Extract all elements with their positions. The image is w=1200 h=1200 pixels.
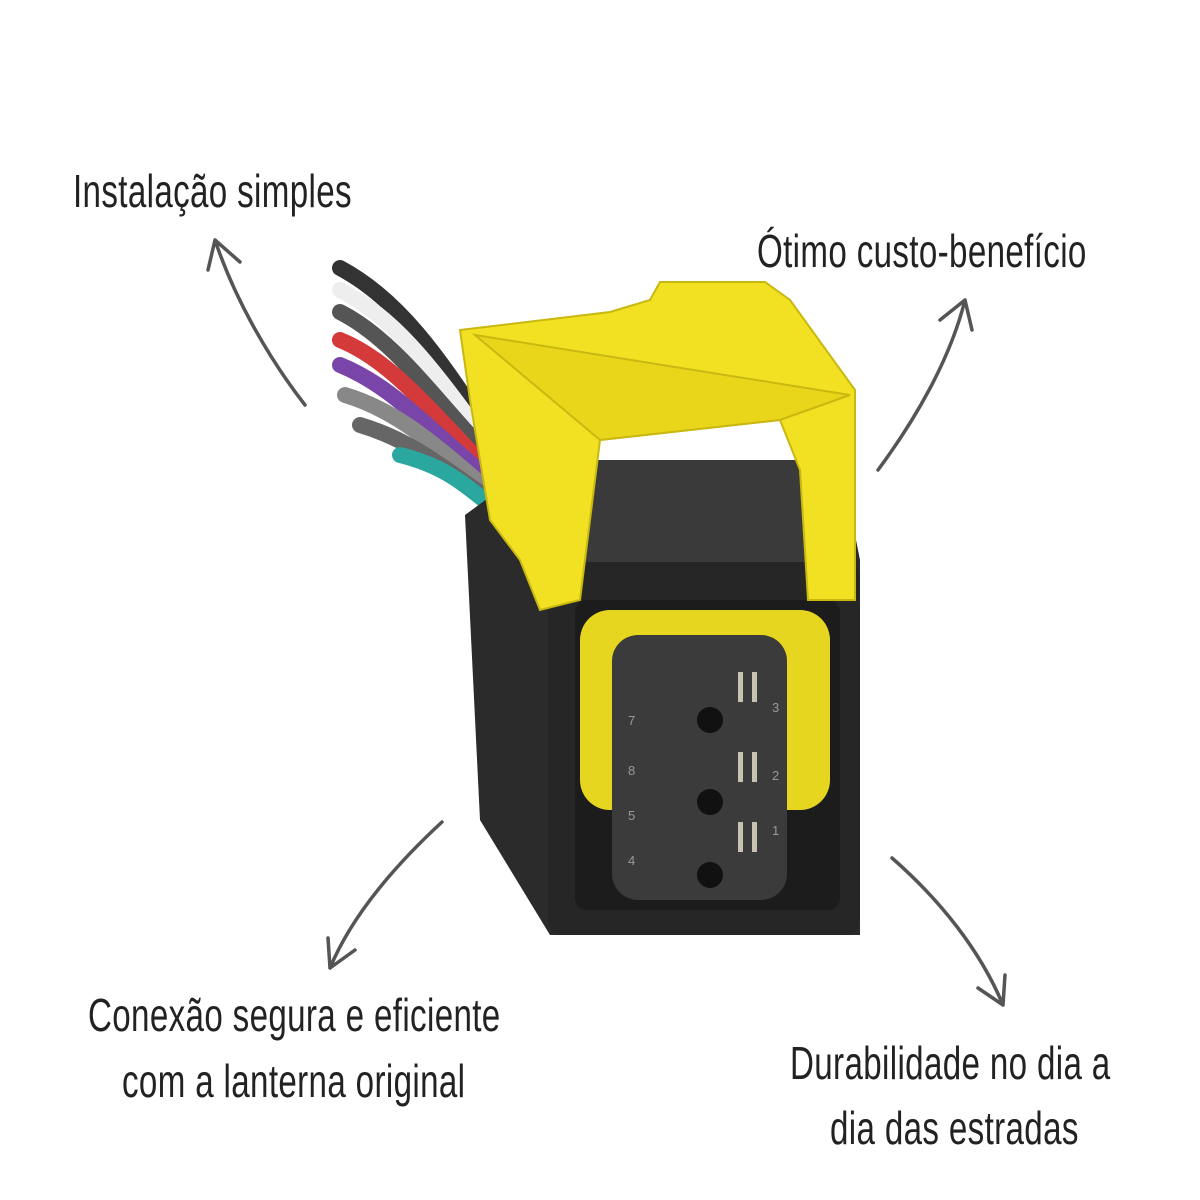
pin-number: 8 bbox=[628, 763, 635, 778]
yellow-latch bbox=[458, 281, 856, 612]
pin-number: 7 bbox=[628, 713, 635, 728]
caption-durability-line1: Durabilidade no dia a bbox=[790, 1037, 1111, 1089]
caption-connection-line1: Conexão segura e eficiente bbox=[88, 989, 501, 1041]
caption-durability-line2: dia das estradas bbox=[830, 1102, 1079, 1154]
arrow-top-right bbox=[876, 298, 974, 472]
pin-number: 4 bbox=[628, 853, 635, 868]
wire-bundle bbox=[332, 260, 498, 513]
pin-number: 3 bbox=[772, 700, 779, 715]
arrows bbox=[206, 238, 1007, 1007]
pin-number: 1 bbox=[772, 823, 779, 838]
pin-numbers: 7 3 8 2 5 1 4 bbox=[628, 700, 779, 868]
caption-connection-line2: com a lanterna original bbox=[122, 1055, 466, 1107]
arrow-top-left bbox=[206, 238, 307, 407]
caption-cost-benefit: Ótimo custo-benefício bbox=[757, 225, 1087, 277]
arrow-bottom-left bbox=[326, 820, 444, 970]
pin-number: 2 bbox=[772, 768, 779, 783]
arrow-bottom-right bbox=[890, 856, 1007, 1007]
caption-installation: Instalação simples bbox=[73, 165, 352, 217]
pin-number: 5 bbox=[628, 808, 635, 823]
